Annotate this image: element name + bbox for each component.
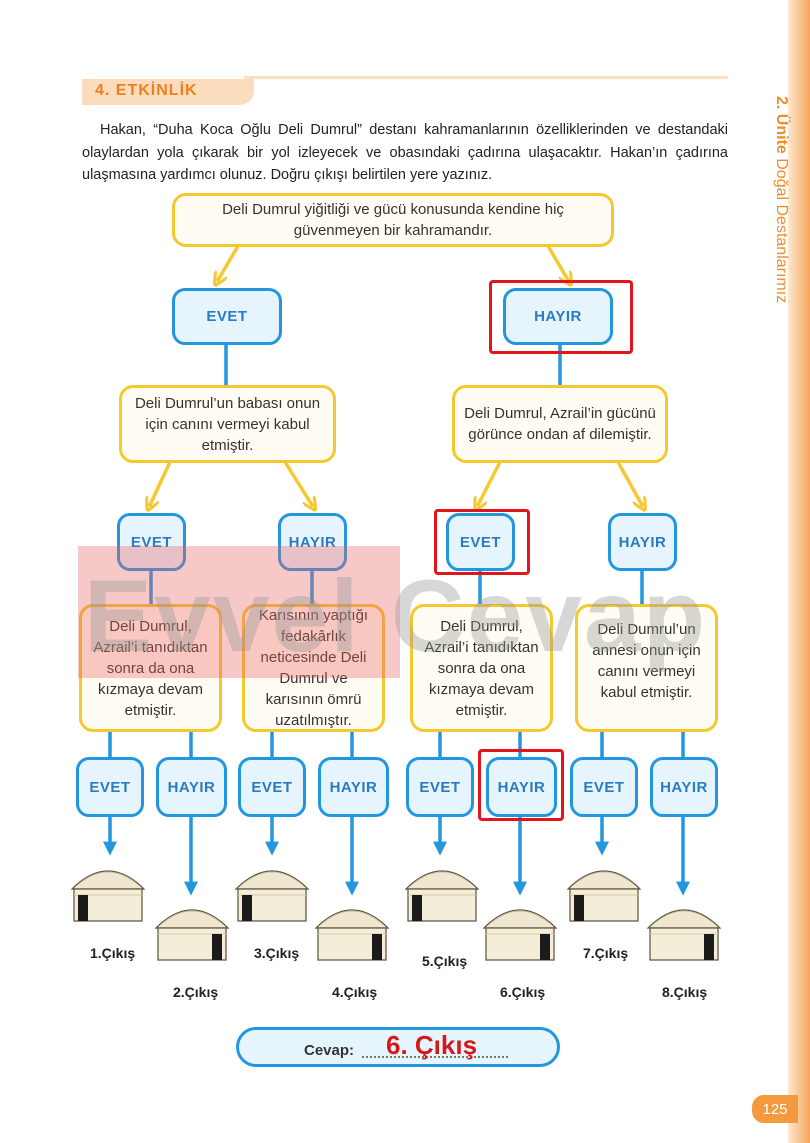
answer-dotted-line [362,1056,508,1058]
answer-yes-l2b: EVET [446,513,515,571]
exit-label-8: 8.Çıkış [662,984,708,1000]
answer-no-l3-2: HAYIR [156,757,227,817]
exit-label-5: 5.Çıkış [422,953,468,969]
answer-no-l3-4: HAYIR [318,757,389,817]
highlight-evet-l2 [434,509,530,575]
unit-title: Doğal Destanlarımız [773,158,790,304]
yurt-icon-7 [567,870,641,922]
question-5: Karısının yaptığı fedakârlık neticesinde… [242,604,385,732]
question-4: Deli Dumrul, Azrail’i tanıdıktan sonra d… [79,604,222,732]
answer-no-l2a: HAYIR [278,513,347,571]
activity-title: 4. ETKİNLİK [95,82,198,99]
exit-label-1: 1.Çıkış [90,945,136,961]
unit-label: 2. Ünite Doğal Destanlarımız [754,96,790,336]
question-1: Deli Dumrul yiğitliği ve gücü konusunda … [172,193,614,247]
instructions: Hakan, “Duha Koca Oğlu Deli Dumrul” dest… [82,122,728,183]
answer-label: Cevap: [304,1042,355,1059]
question-3: Deli Dumrul, Azrail’in gücünü görünce on… [452,385,668,463]
exit-label-2: 2.Çıkış [173,984,219,1000]
side-strip [788,0,810,1143]
answer-no-l3-8: HAYIR [650,757,718,817]
yurt-icon-1 [71,870,145,922]
answer-yes-l3-3: EVET [238,757,306,817]
page-number: 125 [752,1095,798,1123]
header-rule [244,76,728,79]
unit-number: 2. Ünite [773,96,790,154]
highlight-hayir-l1 [489,280,633,354]
yurt-icon-4 [315,909,389,961]
answer-no-l1: HAYIR [503,288,613,345]
watermark-band [78,546,400,678]
yurt-icon-5 [405,870,479,922]
watermark-text: Evvel Cevap [84,559,708,673]
highlight-hayir-l3 [478,749,564,821]
question-6: Deli Dumrul, Azrail’i tanıdıktan sonra d… [410,604,553,732]
exit-label-6: 6.Çıkış [500,984,546,1000]
exit-label-3: 3.Çıkış [254,945,300,961]
answer-yes-l3-7: EVET [570,757,638,817]
question-2: Deli Dumrul’un babası onun için canını v… [119,385,336,463]
exit-label-4: 4.Çıkış [332,984,378,1000]
answer-value[interactable]: 6. Çıkış [386,1030,478,1060]
exit-label-7: 7.Çıkış [583,945,629,961]
question-7: Deli Dumrul’un annesi onun için canını v… [575,604,718,732]
answer-no-l3-6: HAYIR [486,757,557,817]
yurt-icon-3 [235,870,309,922]
answer-yes-l3-1: EVET [76,757,144,817]
yurt-icon-8 [647,909,721,961]
header-tag [82,79,254,105]
yurt-icon-2 [155,909,229,961]
answer-box [236,1027,560,1067]
answer-no-l2b: HAYIR [608,513,677,571]
yurt-icon-6 [483,909,557,961]
answer-yes-l2a: EVET [117,513,186,571]
answer-yes-l3-5: EVET [406,757,474,817]
answer-yes-l1: EVET [172,288,282,345]
